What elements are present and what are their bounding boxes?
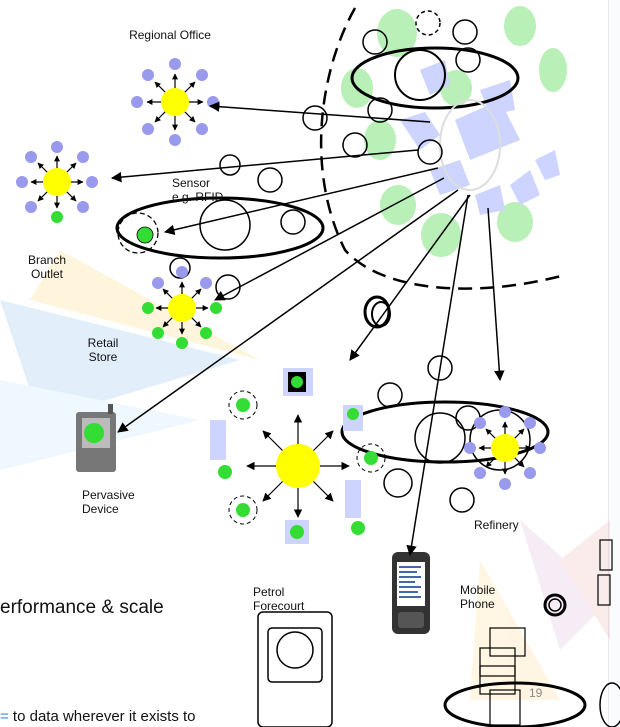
cloud-boundary	[319, 7, 566, 290]
swirl-arrows	[400, 60, 560, 215]
pervasive-device-line2: Device	[82, 502, 119, 516]
bullet-marker: =	[0, 708, 9, 725]
retail-store-label: Retail Store	[78, 336, 128, 364]
sensor-sub-label: e.g. RFID	[172, 190, 224, 204]
mobile-phone-line1: Mobile	[460, 583, 496, 597]
branch-outlet-line2: Outlet	[30, 267, 63, 281]
pale-green-blobs	[341, 6, 567, 257]
forecourt-star	[246, 414, 350, 518]
slide-body-performance: erformance & scale	[0, 597, 164, 618]
retail-store-line1: Retail	[87, 336, 119, 350]
refinery-star	[464, 406, 546, 490]
page-number: 19	[529, 686, 543, 700]
slide-edge	[608, 0, 620, 727]
branch-outlet-line1: Branch	[27, 253, 67, 267]
stacked-boxes	[479, 539, 613, 726]
branch-outlet-label: Branch Outlet	[22, 253, 72, 281]
pervasive-device-line1: Pervasive	[82, 488, 135, 502]
sensor-node	[117, 212, 159, 254]
mobile-phone-icon	[392, 552, 430, 634]
petrol-pump-icon	[257, 611, 333, 727]
cloud-rings	[115, 10, 520, 329]
retail-store-star	[142, 266, 222, 349]
regional-office-label: Regional Office	[129, 28, 211, 42]
refinery-label: Refinery	[474, 518, 519, 532]
mobile-phone-label: Mobile Phone	[460, 583, 495, 611]
branch-outlet-star	[16, 141, 98, 223]
slide-body-bottom: = to data wherever it exists to	[0, 708, 196, 725]
refinery-rings	[340, 355, 620, 727]
pervasive-device-label: Pervasive Device	[82, 488, 135, 516]
petrol-forecourt-label: Petrol Forecourt	[253, 585, 304, 613]
regional-office-star	[131, 58, 219, 146]
cloud-arrows	[110, 101, 505, 557]
sensor-label: Sensor	[172, 176, 211, 190]
mobile-phone-line2: Phone	[460, 597, 495, 611]
pervasive-device-icon	[76, 404, 116, 472]
petrol-forecourt-line1: Petrol	[253, 585, 285, 599]
bottom-text: to data wherever it exists to	[8, 708, 196, 725]
retail-store-line2: Store	[88, 350, 118, 364]
petrol-forecourt-line2: Forecourt	[253, 599, 305, 613]
forecourt-devices	[210, 368, 386, 544]
